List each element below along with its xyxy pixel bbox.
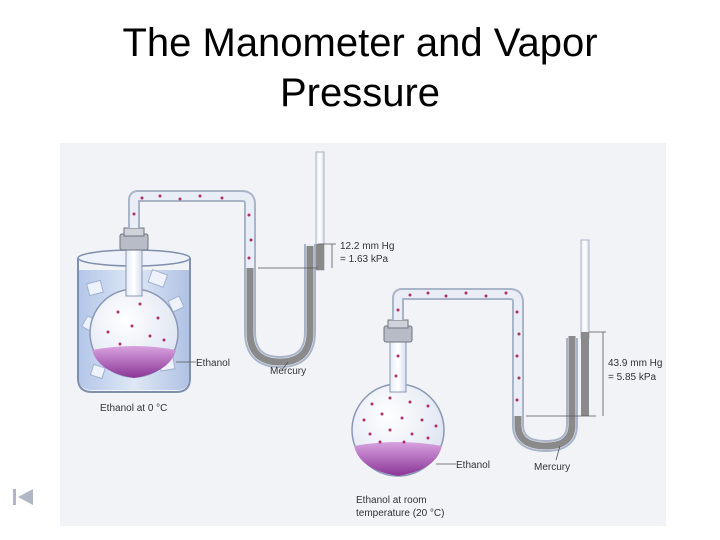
left-vapor-dots — [106, 194, 253, 346]
right-mercury-label: Mercury — [534, 462, 570, 473]
left-reading-line-1: 12.2 mm Hg — [340, 241, 394, 252]
title-line-2: Pressure — [279, 71, 441, 115]
manometer-diagram: 12.2 mm Hg = 1.63 kPa Ethanol Mercury Et… — [60, 143, 666, 526]
right-vapor-dots — [362, 291, 521, 444]
left-ethanol-label: Ethanol — [196, 358, 230, 369]
manometer-diagram-svg: 12.2 mm Hg = 1.63 kPa Ethanol Mercury Et… — [77, 151, 662, 519]
right-reading-line-2: = 5.85 kPa — [608, 372, 657, 383]
first-slide-icon[interactable] — [12, 487, 34, 507]
left-mercury — [246, 246, 314, 366]
left-mercury-label: Mercury — [270, 366, 306, 377]
right-open-arm — [580, 239, 590, 339]
right-ethanol-label: Ethanol — [456, 460, 490, 471]
right-flask-neck — [389, 339, 407, 393]
right-mercury — [514, 336, 576, 450]
right-caption-line-1: Ethanol at room — [356, 495, 427, 506]
title-line-1: The Manometer and Vapor — [122, 21, 598, 65]
right-apparatus: 43.9 mm Hg = 5.85 kPa Ethanol Mercury Et… — [351, 239, 662, 519]
slide-title: The Manometer and Vapor Pressure — [0, 18, 720, 118]
left-caption: Ethanol at 0 °C — [100, 403, 167, 414]
right-ethanol-liquid — [354, 442, 442, 476]
left-ethanol-liquid — [92, 346, 176, 378]
beaker-outline — [77, 258, 191, 393]
right-caption-line-2: temperature (20 °C) — [356, 508, 444, 519]
left-reading-line-2: = 1.63 kPa — [340, 254, 389, 265]
left-flask-neck — [125, 247, 143, 297]
right-reading-line-1: 43.9 mm Hg — [608, 358, 662, 369]
left-apparatus: 12.2 mm Hg = 1.63 kPa Ethanol Mercury Et… — [77, 151, 394, 414]
